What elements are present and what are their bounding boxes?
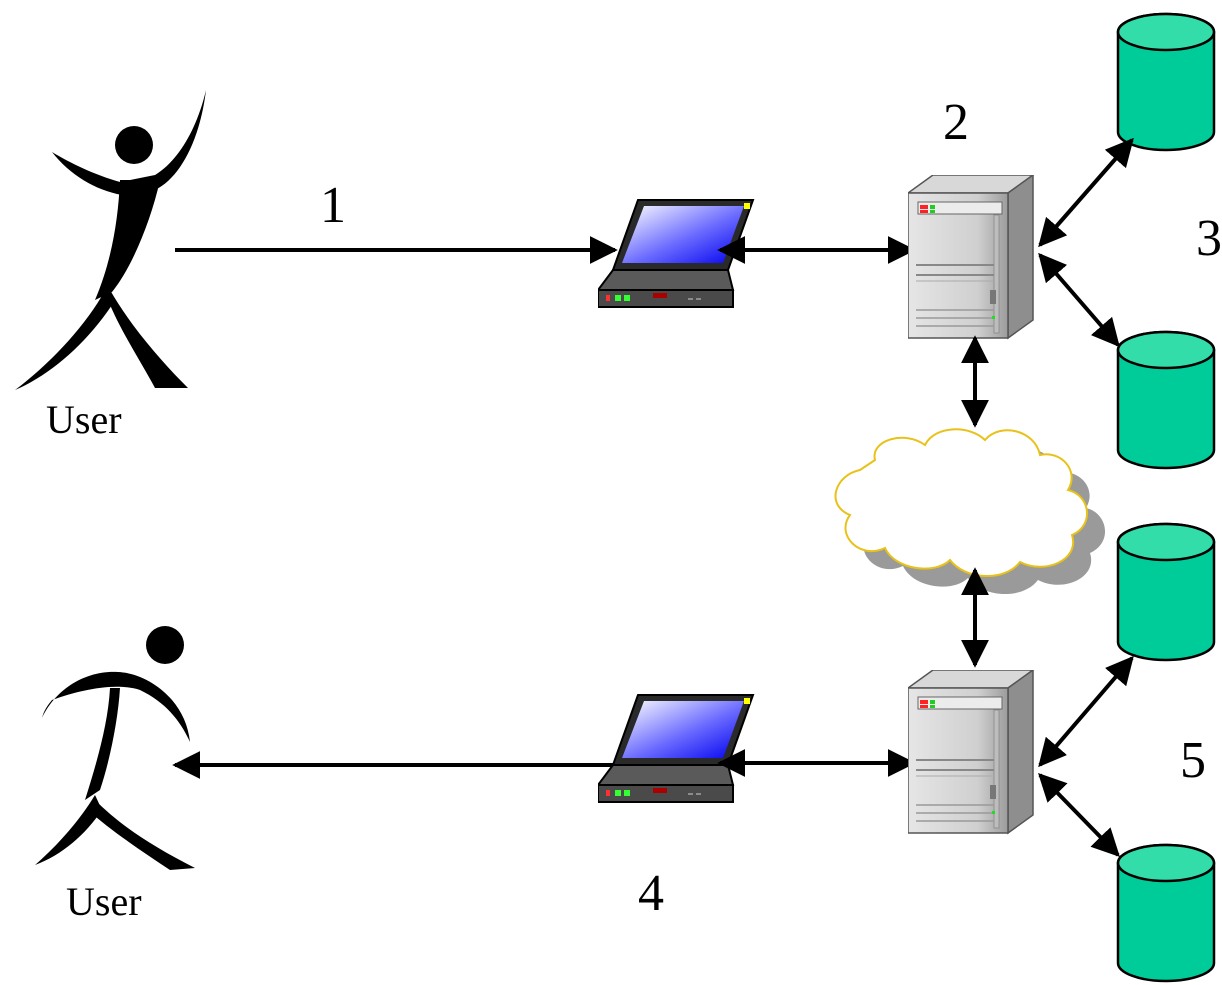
laptop-bottom-icon bbox=[598, 694, 754, 803]
arrow-server-db-top-2 bbox=[1038, 252, 1120, 348]
database-bottom-1-icon bbox=[1116, 522, 1216, 662]
user-top-icon bbox=[15, 90, 206, 390]
database-top-1-icon bbox=[1116, 12, 1216, 152]
step-3-label: 3 bbox=[1196, 210, 1222, 267]
step-4-label: 4 bbox=[638, 865, 664, 922]
user-bottom-label: User bbox=[66, 879, 142, 924]
user-top-label: User bbox=[46, 397, 122, 442]
user-bottom-icon bbox=[35, 626, 195, 870]
server-top-icon bbox=[908, 175, 1034, 339]
arrow-server-db-bottom-1 bbox=[1038, 655, 1134, 768]
arrow-server-db-bottom-2 bbox=[1038, 772, 1120, 858]
arrow-server-db-top-1 bbox=[1038, 137, 1134, 248]
cloud-icon bbox=[834, 428, 1106, 595]
step-1-label: 1 bbox=[320, 177, 346, 234]
laptop-top-icon bbox=[598, 199, 754, 308]
step-2-label: 2 bbox=[943, 94, 969, 151]
database-bottom-2-icon bbox=[1116, 843, 1216, 983]
server-bottom-icon bbox=[908, 670, 1034, 834]
step-5-label: 5 bbox=[1180, 732, 1206, 789]
database-top-2-icon bbox=[1116, 330, 1216, 470]
